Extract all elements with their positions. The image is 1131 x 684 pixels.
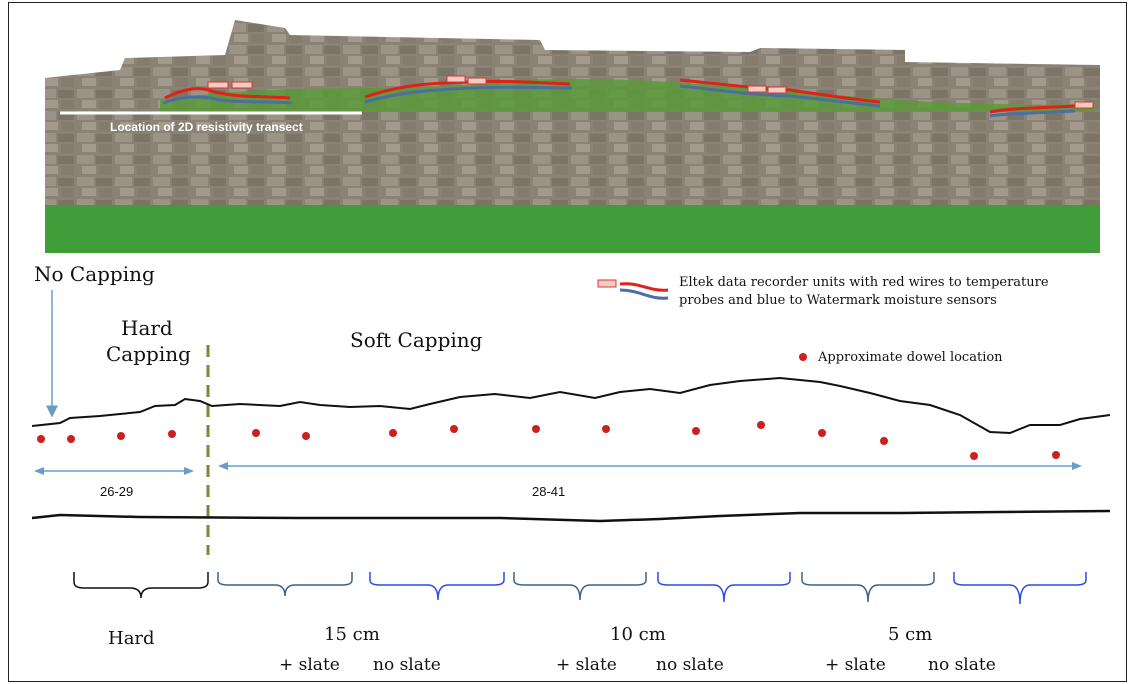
no-capping-label: No Capping (34, 262, 155, 286)
span-right-label: 28-41 (532, 484, 566, 499)
brace-10-slate (513, 572, 647, 601)
dowel (880, 437, 888, 445)
dowel (818, 429, 826, 437)
dowel (168, 430, 176, 438)
wire-group-1 (162, 81, 293, 105)
span-arrow-left (34, 467, 194, 475)
brace-5-slate (801, 572, 935, 603)
brace-15-slate (217, 572, 353, 597)
dowel (389, 429, 397, 437)
recorder-legend-text-line1: Eltek data recorder units with red wires… (679, 275, 1049, 290)
dowel (532, 425, 540, 433)
section-hard-label: Hard (108, 628, 155, 649)
dowel (1052, 451, 1060, 459)
dowel (37, 435, 45, 443)
hard-capping-label-line2: Capping (106, 342, 191, 366)
section-10cm-label: 10 cm (610, 624, 666, 645)
dowel (252, 429, 260, 437)
wire-group-2 (364, 75, 573, 104)
wire-group-3 (679, 78, 881, 108)
transect-label: Location of 2D resistivity transect (110, 120, 303, 134)
plus-slate-15-label: + slate (279, 655, 340, 675)
dowel (757, 421, 765, 429)
brace-10-noslate (657, 572, 791, 603)
soft-capping-label: Soft Capping (350, 328, 483, 352)
dowel-legend-text: Approximate dowel location (818, 350, 1003, 365)
recorder-legend-text-line2: probes and blue to Watermark moisture se… (679, 293, 997, 308)
brace-5-noslate (953, 572, 1087, 605)
dowel (450, 425, 458, 433)
no-slate-10-label: no slate (656, 655, 724, 675)
brace-hard (73, 572, 209, 599)
dowel (970, 452, 978, 460)
dowel-legend-icon (799, 353, 807, 361)
dowel (692, 427, 700, 435)
dowel (302, 432, 310, 440)
hard-capping-label-line1: Hard (121, 316, 173, 340)
wall-top-profile (31, 376, 1111, 435)
no-slate-15-label: no slate (373, 655, 441, 675)
grass-band (45, 205, 1100, 253)
dowel (67, 435, 75, 443)
no-slate-5-label: no slate (928, 655, 996, 675)
section-5cm-label: 5 cm (888, 624, 933, 645)
dowels (37, 421, 1060, 460)
span-arrow-right (218, 462, 1082, 470)
wire-group-4 (989, 101, 1094, 118)
recorder-legend-icon (597, 279, 669, 300)
span-left-label: 26-29 (100, 484, 134, 499)
section-15cm-label: 15 cm (324, 624, 380, 645)
brace-15-noslate (369, 572, 505, 601)
plus-slate-10-label: + slate (556, 655, 617, 675)
wall-photo (45, 20, 1100, 253)
dowel (117, 432, 125, 440)
wall-stones (45, 20, 1100, 210)
plus-slate-5-label: + slate (825, 655, 886, 675)
dowel (602, 425, 610, 433)
figure-frame (8, 2, 1127, 682)
wall-base-line (31, 509, 1111, 523)
